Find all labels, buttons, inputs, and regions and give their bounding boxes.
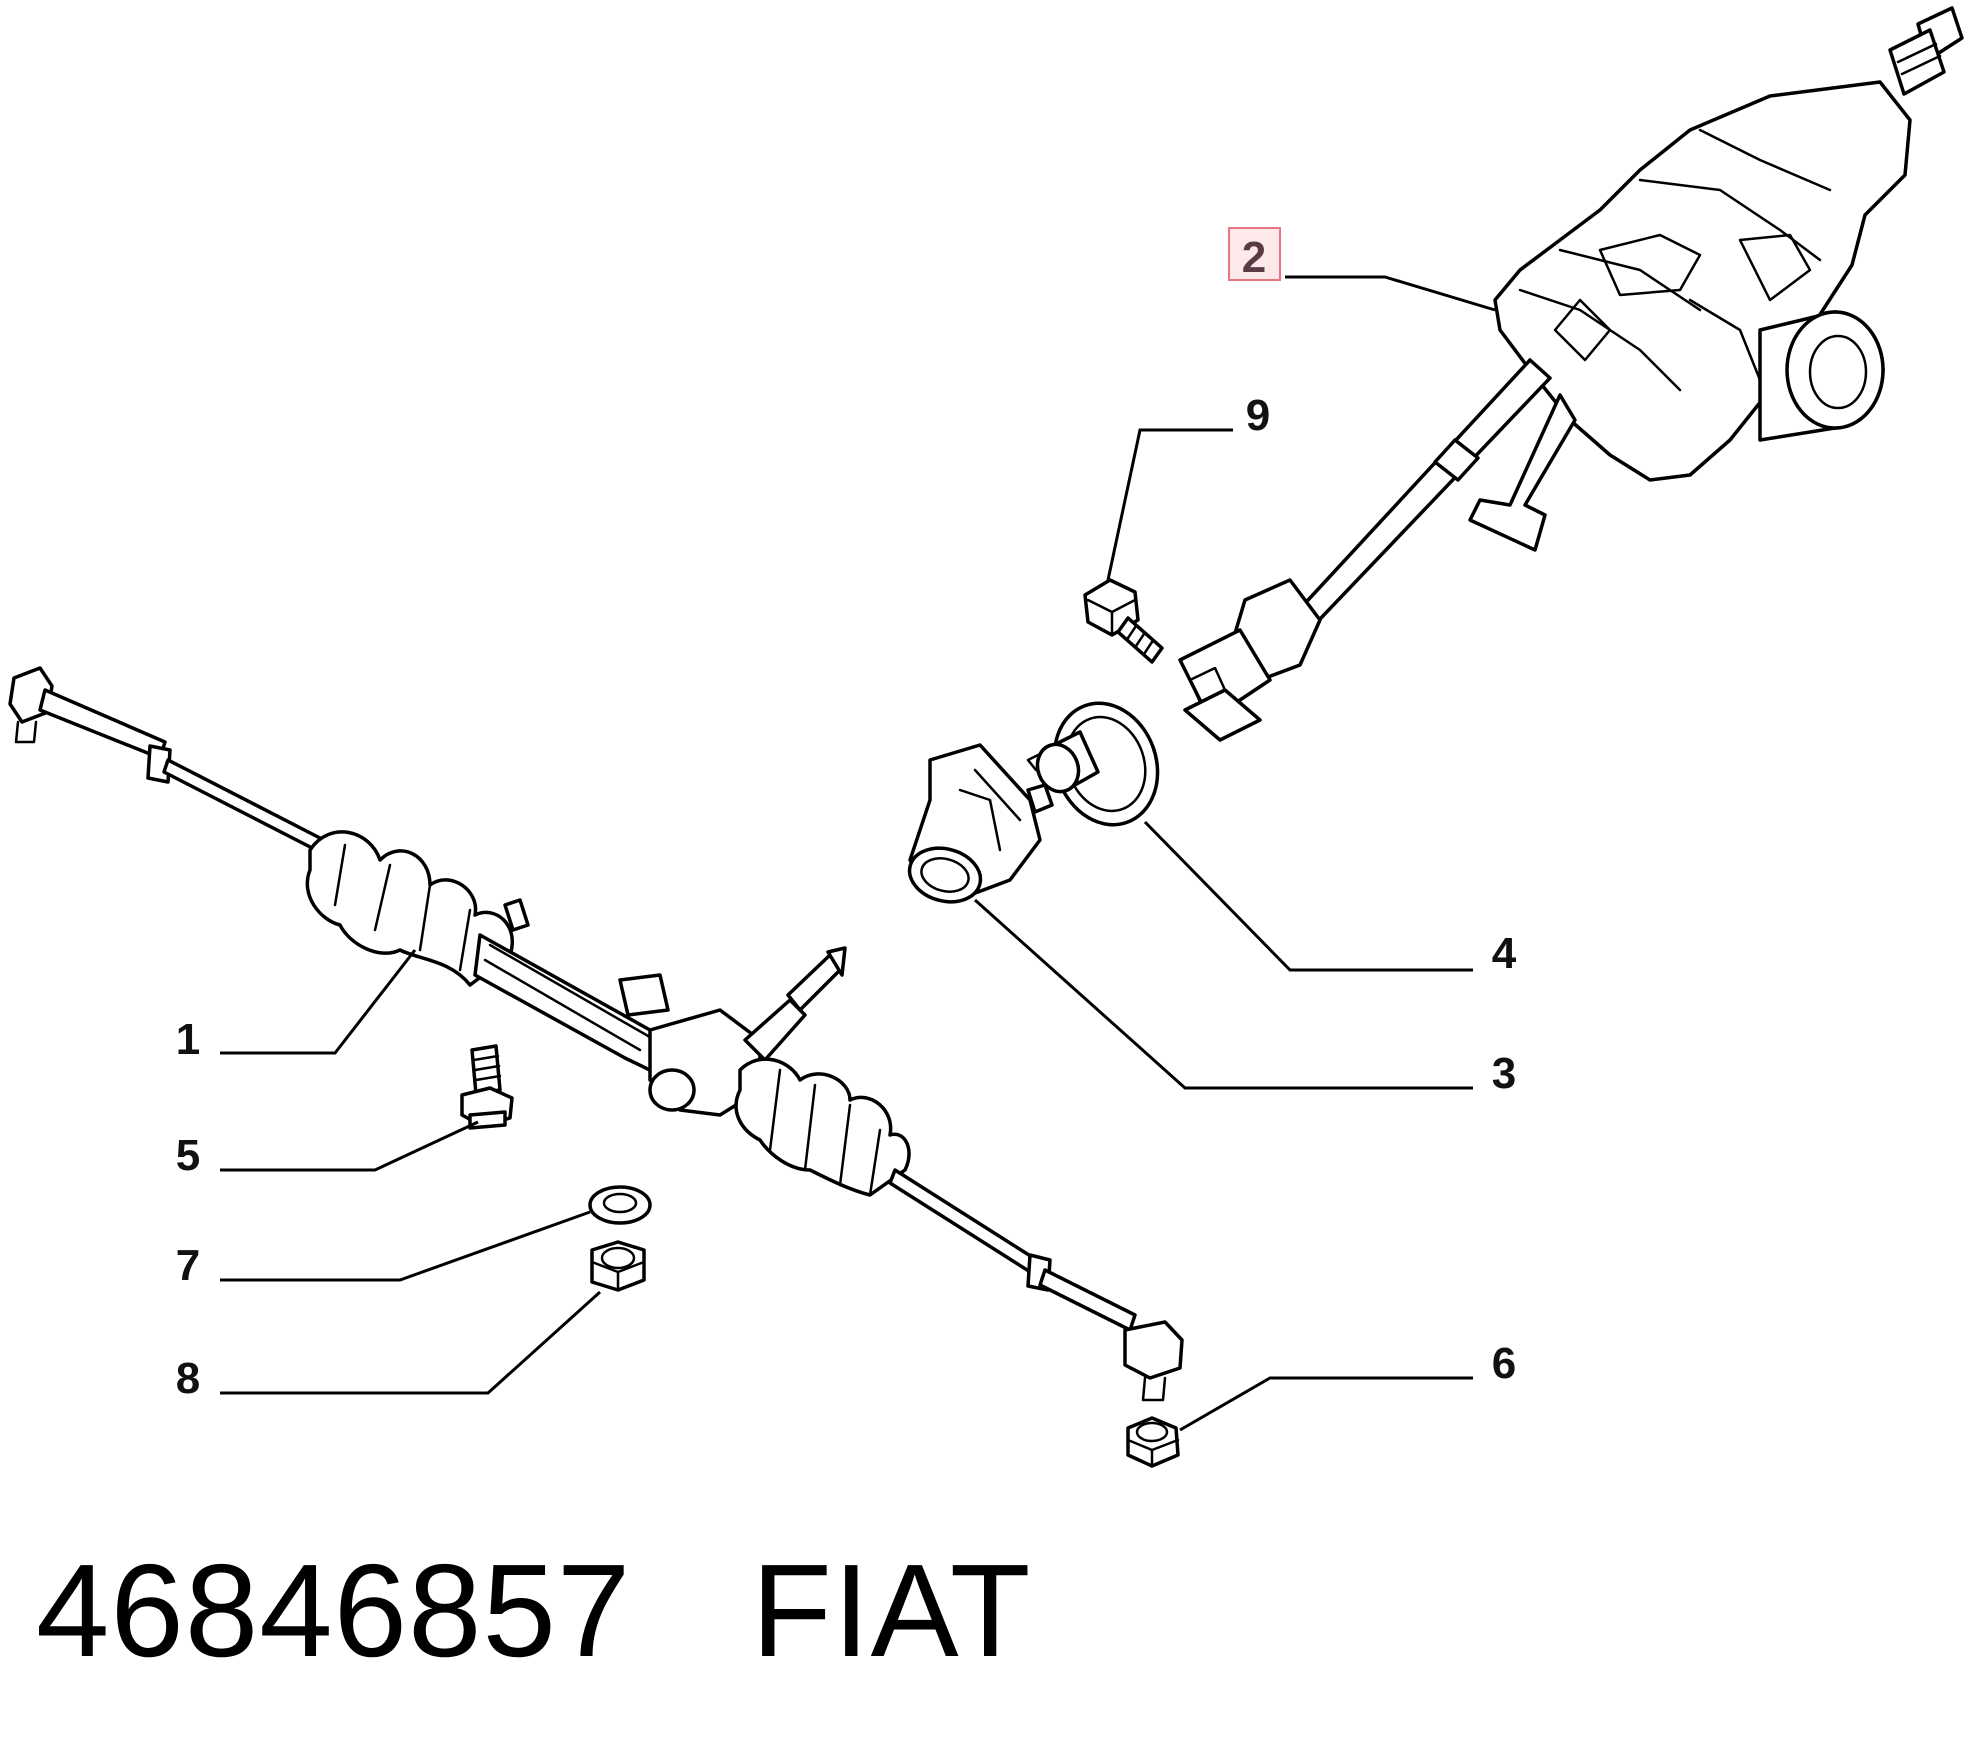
- callout-label-2[interactable]: 2: [1242, 233, 1266, 282]
- callout-label-7[interactable]: 7: [176, 1241, 200, 1290]
- callout-label-6[interactable]: 6: [1492, 1339, 1516, 1388]
- leader-line-4: [1143, 820, 1473, 972]
- leader-line-7: [220, 1210, 591, 1282]
- callout-labels: 2 9 4 3 1 5 7 8 6: [176, 227, 1517, 1403]
- cover-part-3[interactable]: [903, 743, 1054, 909]
- leader-line-1: [220, 949, 417, 1055]
- bolt-part-5[interactable]: [460, 1044, 514, 1130]
- steering-rack-part-1[interactable]: [8, 666, 1184, 1402]
- callout-label-8[interactable]: 8: [176, 1354, 200, 1403]
- leader-line-6: [1179, 1376, 1473, 1432]
- callout-label-1[interactable]: 1: [176, 1015, 200, 1064]
- callout-2-highlight-box: [1228, 227, 1281, 281]
- callout-label-3[interactable]: 3: [1492, 1049, 1516, 1098]
- callout-label-9[interactable]: 9: [1246, 391, 1270, 440]
- leader-line-8: [220, 1290, 602, 1395]
- footer-caption: 46846857 FIAT: [36, 1530, 1031, 1690]
- callout-label-5[interactable]: 5: [176, 1131, 200, 1180]
- callout-label-4[interactable]: 4: [1492, 929, 1517, 978]
- leader-line-2: [1285, 275, 1496, 312]
- washer-part-7[interactable]: [588, 1185, 652, 1225]
- steering-column-part[interactable]: [1178, 6, 1964, 742]
- leader-line-5: [220, 1120, 479, 1172]
- leader-lines: [220, 275, 1496, 1432]
- brand-name: FIAT: [751, 1536, 1032, 1684]
- part-number: 46846857: [36, 1536, 632, 1684]
- nut-part-6[interactable]: [1126, 1416, 1180, 1468]
- nut-part-8[interactable]: [590, 1240, 646, 1292]
- flange-part-4[interactable]: [1026, 689, 1174, 840]
- bolt-part-9[interactable]: [1083, 578, 1164, 664]
- leader-line-9: [1106, 428, 1233, 581]
- leader-line-3: [973, 898, 1473, 1090]
